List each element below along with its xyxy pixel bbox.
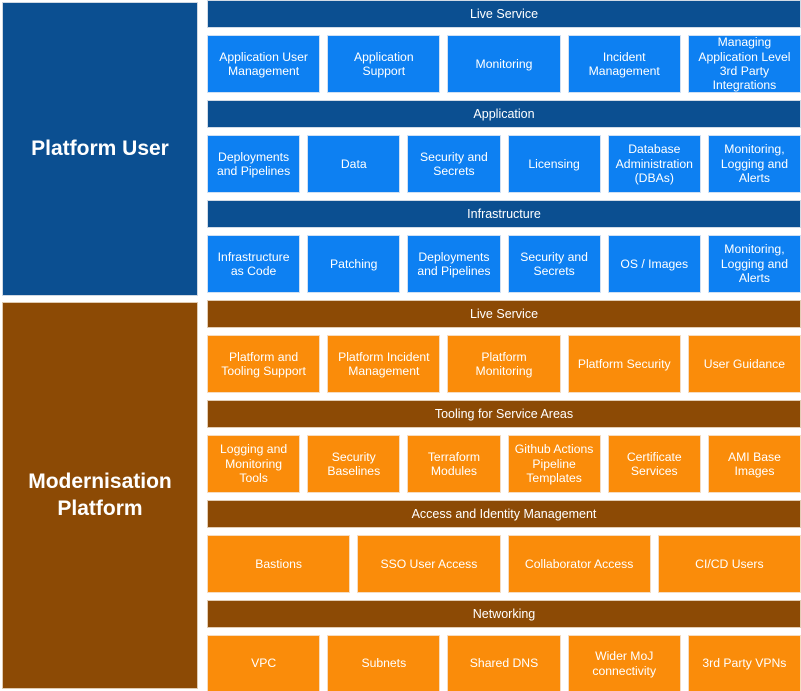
card-licensing[interactable]: Licensing <box>507 135 601 193</box>
card-wider-moj-connectivity[interactable]: Wider MoJ connectivity <box>567 635 681 691</box>
actor-label-platform-user: Platform User <box>31 136 169 160</box>
card-managing-application-level-3rd-party-integrations[interactable]: Managing Application Level 3rd Party Int… <box>687 35 801 93</box>
card-os-images[interactable]: OS / Images <box>607 235 701 293</box>
band-live-service: Live Service <box>207 0 801 28</box>
card-database-administration-dbas[interactable]: Database Administration (DBAs) <box>607 135 701 193</box>
card-incident-management[interactable]: Incident Management <box>567 35 681 93</box>
band-application: Application <box>207 100 801 128</box>
card-platform-monitoring[interactable]: Platform Monitoring <box>447 335 561 393</box>
actor-panel-platform-user: Platform User <box>2 2 198 296</box>
band-live-service: Live Service <box>207 300 801 328</box>
card-security-baselines[interactable]: Security Baselines <box>307 435 401 493</box>
card-collaborator-access[interactable]: Collaborator Access <box>507 535 651 593</box>
card-terraform-modules[interactable]: Terraform Modules <box>407 435 501 493</box>
card-security-and-secrets[interactable]: Security and Secrets <box>507 235 601 293</box>
card-infrastructure-as-code[interactable]: Infrastructure as Code <box>207 235 301 293</box>
band-access-and-identity-management: Access and Identity Management <box>207 500 801 528</box>
card-vpc[interactable]: VPC <box>207 635 321 691</box>
actor-panel-modernisation-platform: Modernisation Platform <box>2 302 198 689</box>
band-infrastructure: Infrastructure <box>207 200 801 228</box>
card-certificate-services[interactable]: Certificate Services <box>607 435 701 493</box>
card-monitoring-logging-and-alerts[interactable]: Monitoring, Logging and Alerts <box>707 235 801 293</box>
actor-label-modernisation-platform: Modernisation Platform <box>28 470 172 520</box>
card-ci-cd-users[interactable]: CI/CD Users <box>657 535 801 593</box>
card-deployments-and-pipelines[interactable]: Deployments and Pipelines <box>207 135 301 193</box>
card-user-guidance[interactable]: User Guidance <box>687 335 801 393</box>
card-patching[interactable]: Patching <box>307 235 401 293</box>
band-networking: Networking <box>207 600 801 628</box>
card-platform-security[interactable]: Platform Security <box>567 335 681 393</box>
card-platform-and-tooling-support[interactable]: Platform and Tooling Support <box>207 335 321 393</box>
card-subnets[interactable]: Subnets <box>327 635 441 691</box>
card-monitoring[interactable]: Monitoring <box>447 35 561 93</box>
card-data[interactable]: Data <box>307 135 401 193</box>
card-shared-dns[interactable]: Shared DNS <box>447 635 561 691</box>
card-ami-base-images[interactable]: AMI Base Images <box>707 435 801 493</box>
card-application-user-management[interactable]: Application User Management <box>207 35 321 93</box>
card-sso-user-access[interactable]: SSO User Access <box>357 535 501 593</box>
card-platform-incident-management[interactable]: Platform Incident Management <box>327 335 441 393</box>
band-tooling-for-service-areas: Tooling for Service Areas <box>207 400 801 428</box>
card-github-actions-pipeline-templates[interactable]: Github Actions Pipeline Templates <box>507 435 601 493</box>
card-monitoring-logging-and-alerts[interactable]: Monitoring, Logging and Alerts <box>707 135 801 193</box>
card-deployments-and-pipelines[interactable]: Deployments and Pipelines <box>407 235 501 293</box>
card-application-support[interactable]: Application Support <box>327 35 441 93</box>
card-bastions[interactable]: Bastions <box>207 535 351 593</box>
card-logging-and-monitoring-tools[interactable]: Logging and Monitoring Tools <box>207 435 301 493</box>
card-3rd-party-vpns[interactable]: 3rd Party VPNs <box>687 635 801 691</box>
card-security-and-secrets[interactable]: Security and Secrets <box>407 135 501 193</box>
